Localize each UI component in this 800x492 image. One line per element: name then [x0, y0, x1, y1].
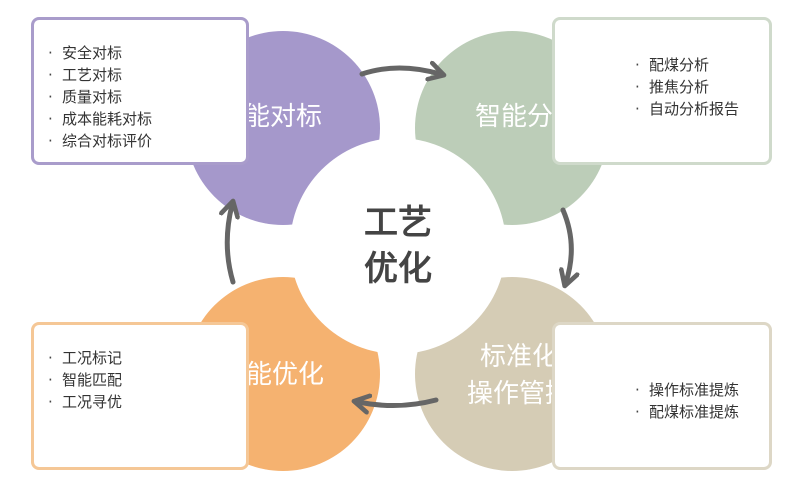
- list-item: · 自动分析报告: [635, 98, 739, 120]
- bullet-icon: ·: [48, 393, 53, 411]
- bullet-icon: ·: [48, 88, 53, 106]
- bullet-icon: ·: [635, 403, 640, 421]
- list-item: · 综合对标评价: [48, 130, 152, 152]
- list-item-text: 成本能耗对标: [62, 110, 153, 128]
- arrow-benchmark-to-analysis: [359, 68, 440, 74]
- list-item-text: 安全对标: [62, 44, 123, 62]
- bullet-icon: ·: [635, 56, 640, 74]
- bullet-icon: ·: [635, 381, 640, 399]
- optimize-items-list: · 工况标记 · 智能匹配 · 工况寻优: [48, 347, 122, 413]
- optimize-items-box: · 工况标记 · 智能匹配 · 工况寻优: [31, 322, 249, 470]
- arrow-optimize-to-benchmark: [227, 205, 233, 285]
- benchmark-items-list: · 安全对标 · 工艺对标 · 质量对标 · 成本能耗对标 · 综合对标评价: [48, 42, 152, 152]
- center-title-line1: 工艺: [364, 203, 432, 243]
- list-item: · 工艺对标: [48, 64, 152, 86]
- list-item-text: 综合对标评价: [62, 132, 153, 150]
- list-item: · 推焦分析: [635, 76, 739, 98]
- center-circle: [290, 138, 506, 354]
- standard-control-label-line1: 标准化: [480, 342, 558, 372]
- list-item-text: 智能匹配: [62, 371, 123, 389]
- list-item: · 配煤分析: [635, 54, 739, 76]
- bullet-icon: ·: [48, 110, 53, 128]
- list-item-text: 配煤标准提炼: [649, 403, 740, 421]
- standard-items-list: · 操作标准提炼 · 配煤标准提炼: [635, 379, 739, 423]
- arrow-analysis-to-standard: [563, 207, 571, 282]
- list-item: · 智能匹配: [48, 369, 122, 391]
- list-item: · 工况寻优: [48, 391, 122, 413]
- analysis-items-box: · 配煤分析 · 推焦分析 · 自动分析报告: [552, 17, 772, 165]
- list-item: · 质量对标: [48, 86, 152, 108]
- list-item: · 工况标记: [48, 347, 122, 369]
- arrow-standard-to-optimize: [358, 400, 439, 406]
- list-item-text: 工况标记: [62, 349, 123, 367]
- list-item-text: 工艺对标: [62, 66, 123, 84]
- bullet-icon: ·: [635, 78, 640, 96]
- list-item-text: 配煤分析: [649, 56, 710, 74]
- bullet-icon: ·: [48, 132, 53, 150]
- list-item-text: 推焦分析: [649, 78, 710, 96]
- list-item: · 操作标准提炼: [635, 379, 739, 401]
- list-item: · 安全对标: [48, 42, 152, 64]
- analysis-items-list: · 配煤分析 · 推焦分析 · 自动分析报告: [635, 54, 739, 120]
- bullet-icon: ·: [48, 371, 53, 389]
- list-item: · 配煤标准提炼: [635, 401, 739, 423]
- bullet-icon: ·: [48, 44, 53, 62]
- benchmark-items-box: · 安全对标 · 工艺对标 · 质量对标 · 成本能耗对标 · 综合对标评价: [31, 17, 249, 165]
- list-item-text: 操作标准提炼: [649, 381, 740, 399]
- bullet-icon: ·: [635, 100, 640, 118]
- standard-items-box: · 操作标准提炼 · 配煤标准提炼: [552, 322, 772, 470]
- list-item: · 成本能耗对标: [48, 108, 152, 130]
- bullet-icon: ·: [48, 66, 53, 84]
- list-item-text: 质量对标: [62, 88, 123, 106]
- list-item-text: 工况寻优: [62, 393, 123, 411]
- center-title-line2: 优化: [364, 249, 432, 289]
- bullet-icon: ·: [48, 349, 53, 367]
- list-item-text: 自动分析报告: [649, 100, 740, 118]
